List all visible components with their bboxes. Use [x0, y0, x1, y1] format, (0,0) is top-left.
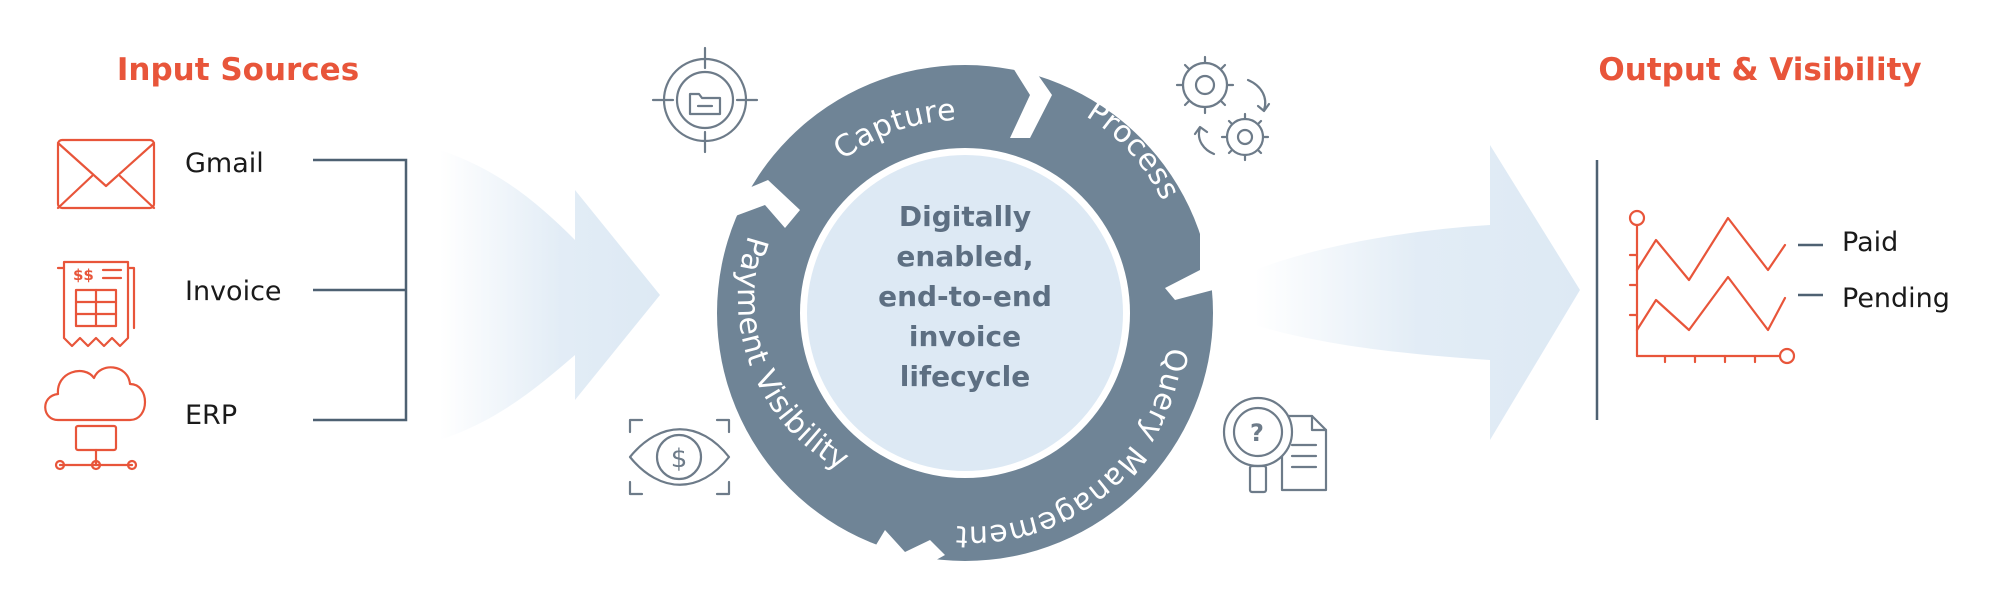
- output-heading: Output & Visibility: [1598, 52, 1921, 88]
- source-label-gmail: Gmail: [185, 148, 264, 179]
- left-flow-arrow: [440, 150, 660, 440]
- center-line-1: Digitally: [899, 200, 1031, 233]
- input-sources-heading: Input Sources: [117, 52, 359, 88]
- right-flow-arrow: [1255, 145, 1580, 440]
- legend-label-pending: Pending: [1842, 283, 1950, 314]
- magnifier-document-icon: ?: [1222, 396, 1328, 494]
- cloud-network-icon: [44, 366, 146, 471]
- invoice-icon: $$: [56, 260, 136, 348]
- center-line-5: lifecycle: [900, 360, 1030, 393]
- center-text: Digitally enabled, end-to-end invoice li…: [878, 200, 1052, 393]
- source-label-invoice: Invoice: [185, 276, 282, 307]
- source-bracket: [313, 158, 408, 422]
- gears-icon: [1175, 55, 1271, 162]
- svg-text:?: ?: [1250, 419, 1264, 447]
- line-chart-icon: [1628, 209, 1796, 365]
- legend-label-paid: Paid: [1842, 227, 1898, 258]
- lifecycle-ring: [717, 52, 1215, 580]
- source-label-erp: ERP: [185, 400, 237, 431]
- eye-dollar-icon: $: [628, 418, 731, 496]
- mail-icon: [56, 138, 156, 210]
- center-line-4: invoice: [909, 320, 1021, 353]
- svg-text:$$: $$: [73, 266, 94, 284]
- center-line-3: end-to-end: [878, 280, 1052, 313]
- center-line-2: enabled,: [896, 240, 1033, 273]
- svg-text:$: $: [671, 444, 688, 474]
- target-folder-icon: [651, 46, 759, 154]
